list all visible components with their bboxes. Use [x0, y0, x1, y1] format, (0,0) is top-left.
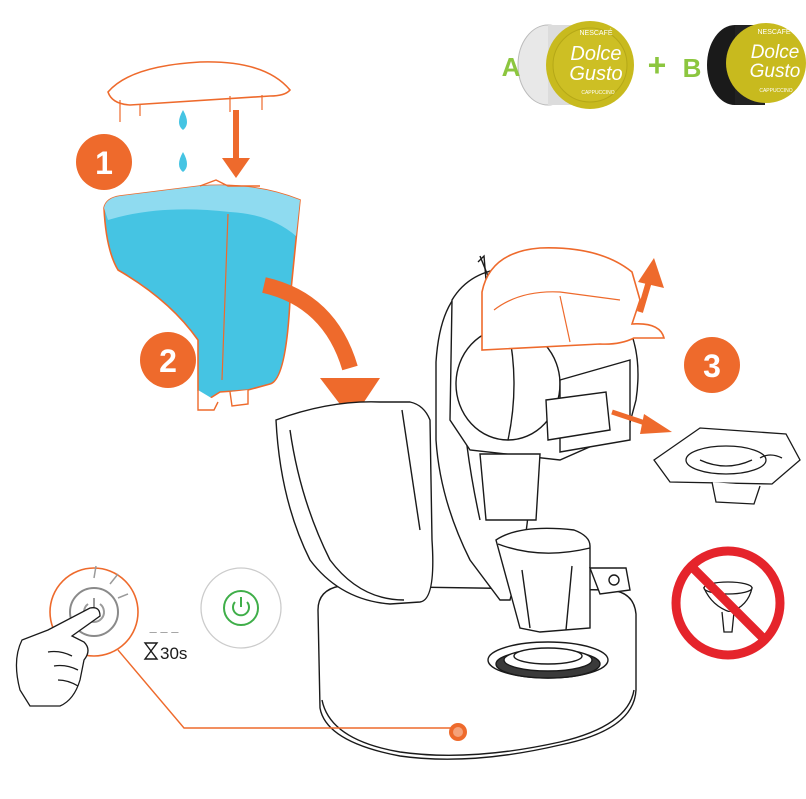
capsule-b-brand: NESCAFÉ: [757, 27, 790, 36]
plus-sign: +: [648, 47, 667, 83]
capsule-a-brand: NESCAFÉ: [579, 28, 612, 37]
step-3-number: 3: [703, 348, 721, 384]
power-icon: [201, 568, 281, 648]
machine-power-led: [449, 723, 467, 741]
step-3-badge: 3: [684, 337, 740, 393]
step-2-badge: 2: [140, 332, 196, 388]
capsule-b-label: B: [683, 53, 702, 83]
capsule-b-name-2: Gusto: [750, 61, 801, 82]
capsule-a-name-2: Gusto: [569, 63, 622, 85]
open-lid-arrow: [638, 258, 664, 312]
step-2-number: 2: [159, 343, 177, 379]
water-tank-lid: [108, 62, 290, 122]
capsule-a-variety: CAPPUCCINO: [581, 90, 614, 96]
capsule-a-label: A: [502, 52, 521, 82]
step-1-badge: 1: [76, 134, 132, 190]
no-symbol-icon: [676, 551, 780, 655]
capsule-a: NESCAFÉ Dolce Gusto CAPPUCCINO: [518, 21, 634, 109]
arrow-down-icon: [222, 110, 250, 178]
capsule-b-name-1: Dolce: [751, 42, 800, 63]
timer-dashes: – – –: [150, 624, 180, 639]
capsule-a-name-1: Dolce: [570, 43, 621, 65]
capsule-b: NESCAFÉ Dolce Gusto CAPPUCCINO: [707, 23, 806, 105]
hourglass-icon: [145, 643, 157, 659]
timer-duration: 30s: [160, 644, 187, 663]
water-tank: [104, 180, 300, 410]
capsule-b-variety: CAPPUCCINO: [759, 88, 792, 94]
step-1-number: 1: [95, 145, 113, 181]
capsule-holder: [654, 428, 800, 504]
